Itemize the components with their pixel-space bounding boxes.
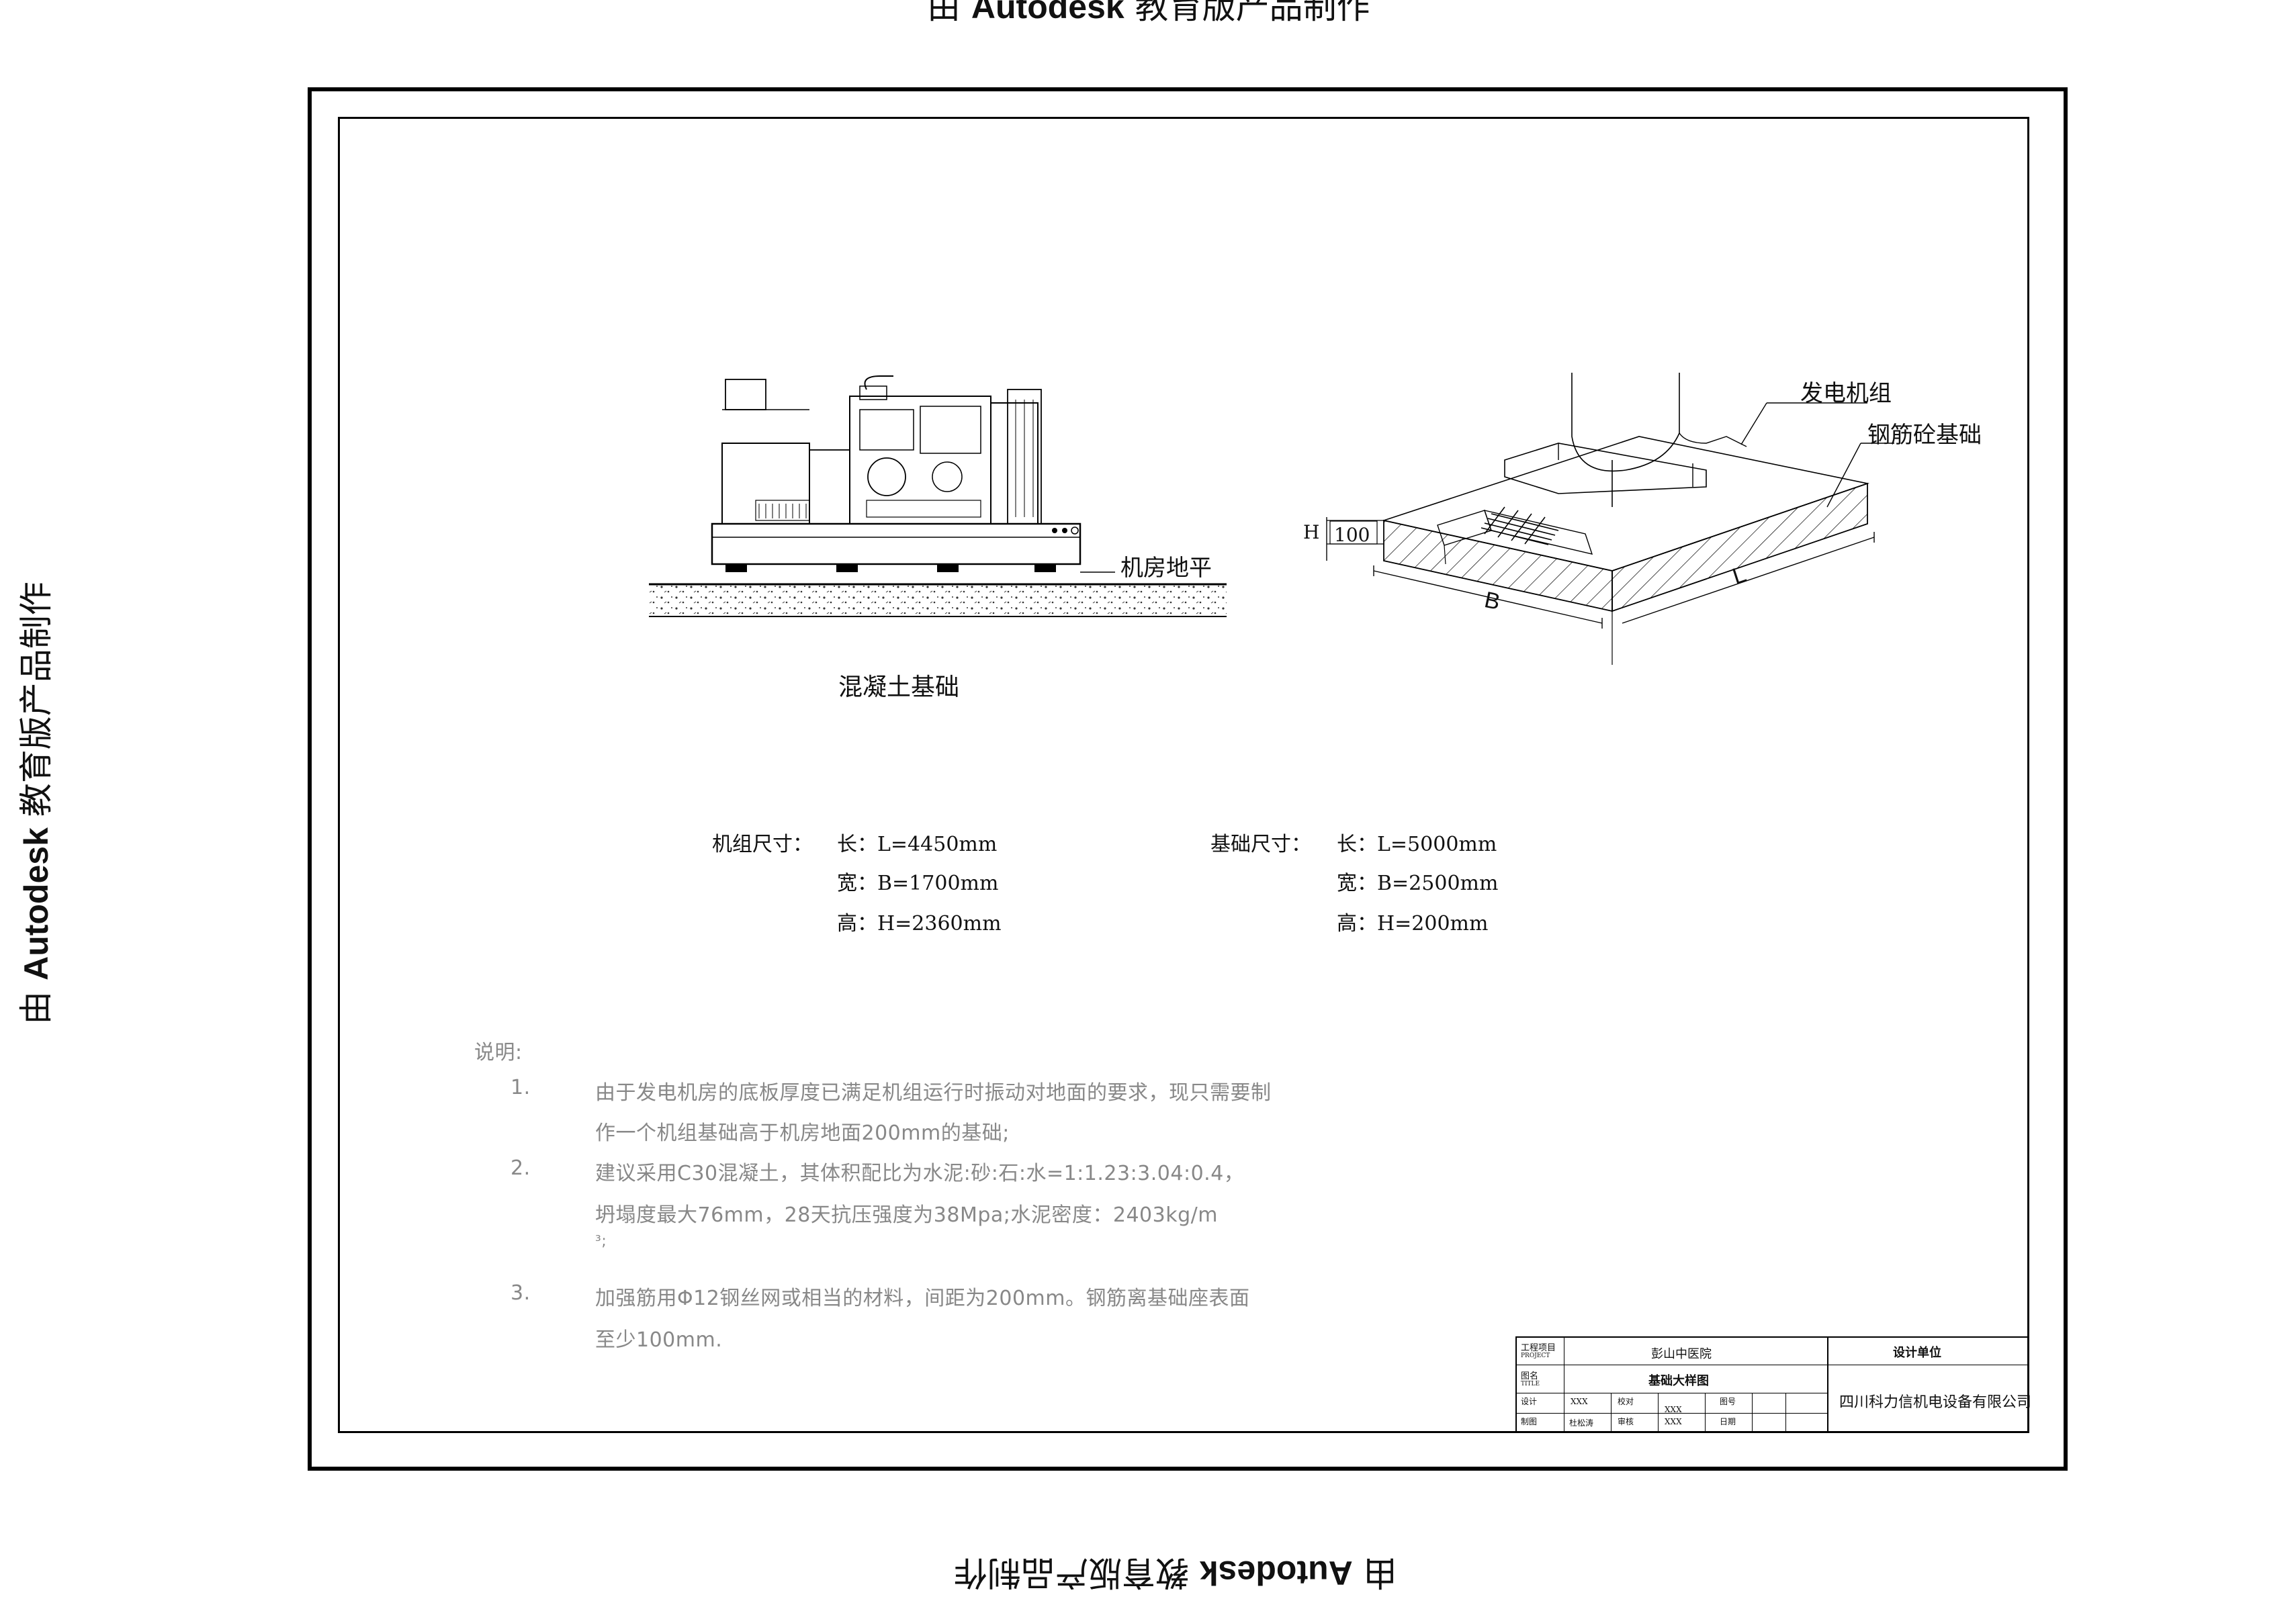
tb-review-value: XXX (1665, 1417, 1682, 1426)
notes-heading: 说明: (474, 1041, 523, 1064)
note-3-number: 3. (511, 1281, 531, 1305)
note-2-number: 2. (511, 1156, 531, 1180)
tb-title-value: 基础大样图 (1648, 1374, 1709, 1388)
watermark-bottom: 由 Autodesk 教育版产品制作 (954, 1553, 1397, 1592)
foundation-label: 钢筋砼基础 (1867, 422, 1982, 449)
tb-project-label-en: PROJECT (1521, 1352, 1550, 1359)
genset-elevation-drawing (649, 375, 1227, 617)
floor-label: 机房地平 (1120, 555, 1212, 582)
unit-size-row-height: 高：H=2360mm (837, 912, 1002, 935)
tb-company: 四川科力信机电设备有限公司 (1839, 1394, 2032, 1411)
note-3-line-a: 加强筋用Φ12钢丝网或相当的材料，间距为200mm。钢筋离基础座表面 (595, 1287, 1250, 1310)
tb-check-label: 校对 (1618, 1397, 1634, 1406)
tb-review-label: 审核 (1618, 1417, 1634, 1426)
unit-size-title: 机组尺寸： (712, 833, 813, 856)
concrete-base-caption: 混凝土基础 (838, 674, 960, 701)
tb-draw-label: 制图 (1521, 1417, 1538, 1426)
concrete-slab (649, 584, 1227, 616)
tb-check-value: XXX (1665, 1405, 1682, 1414)
tb-project-label: 工程项目 (1521, 1343, 1556, 1353)
tb-title-label: 图名 (1521, 1371, 1539, 1381)
note-1-number: 1. (511, 1076, 531, 1099)
drawing-frame-outer (308, 87, 2068, 1471)
title-block: 工程项目 PROJECT 彭山中医院 图名 TITLE 基础大样图 设计 XXX… (1515, 1336, 2032, 1433)
watermark-left: 由 Autodesk 教育版产品制作 (16, 582, 56, 1025)
dim-h-label: H (1303, 521, 1320, 543)
tb-unit-label: 设计单位 (1893, 1346, 1941, 1360)
tb-drawno-label: 图号 (1720, 1397, 1736, 1406)
foundation-isometric-drawing (1326, 373, 1894, 665)
unit-size-row-width: 宽：B=1700mm (837, 872, 999, 895)
note-1-line-a: 由于发电机房的底板厚度已满足机组运行时振动对地面的要求，现只需要制 (595, 1081, 1272, 1105)
note-2-line-c: ³; (595, 1233, 607, 1250)
tb-design-value: XXX (1571, 1397, 1588, 1406)
note-3-line-b: 至少100mm. (595, 1328, 723, 1352)
base-size-row-length: 长：L=5000mm (1337, 833, 1497, 856)
drawing-frame-inner (338, 117, 2029, 1433)
unit-size-row-length: 长：L=4450mm (837, 833, 998, 856)
tb-title-label-en: TITLE (1521, 1381, 1540, 1387)
tb-project-value: 彭山中医院 (1651, 1347, 1712, 1361)
tb-design-label: 设计 (1521, 1397, 1538, 1406)
genset-label: 发电机组 (1800, 380, 1892, 407)
base-size-row-height: 高：H=200mm (1337, 912, 1489, 935)
dim-100-label: 100 (1334, 524, 1370, 546)
base-size-title: 基础尺寸： (1210, 833, 1311, 856)
tb-draw-value: 杜松涛 (1569, 1418, 1594, 1428)
watermark-top: 由 Autodesk 教育版产品制作 (927, 0, 1370, 26)
note-2-line-a: 建议采用C30混凝土，其体积配比为水泥:砂:石:水=1:1.23:3.04:0.… (595, 1162, 1245, 1185)
base-size-row-width: 宽：B=2500mm (1337, 872, 1499, 895)
note-2-line-b: 坍塌度最大76mm，28天抗压强度为38Mpa;水泥密度：2403kg/m (595, 1203, 1218, 1227)
note-1-line-b: 作一个机组基础高于机房地面200mm的基础; (595, 1121, 1010, 1145)
tb-date-label: 日期 (1720, 1417, 1736, 1426)
